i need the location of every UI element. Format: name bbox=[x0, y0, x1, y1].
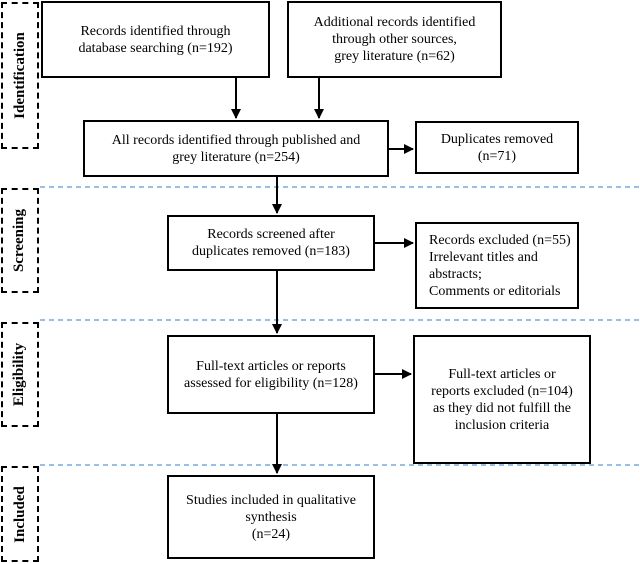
box-duplicates-removed: Duplicates removed (n=71) bbox=[415, 121, 579, 174]
box-records-screened: Records screened after duplicates remove… bbox=[167, 215, 375, 271]
box-studies-included: Studies included in qualitative synthesi… bbox=[167, 475, 375, 559]
box-text-line: as they did not fulfill the bbox=[432, 400, 572, 416]
box-text-line: reports excluded (n=104) bbox=[431, 383, 573, 399]
stage-label: Identification bbox=[11, 32, 28, 119]
box-all-records: All records identified through published… bbox=[83, 120, 389, 177]
box-fulltext-excluded: Full-text articles or reports excluded (… bbox=[413, 335, 591, 464]
box-text-line: (n=71) bbox=[477, 148, 517, 164]
box-text-line: through other sources, bbox=[332, 32, 457, 47]
box-text-line: Records screened after bbox=[207, 227, 335, 242]
box-text-line: database searching (n=192) bbox=[78, 40, 233, 56]
box-text-line: Full-text articles or reports bbox=[196, 358, 346, 374]
stage-screening: Screening bbox=[1, 188, 39, 293]
box-text-line: abstracts; bbox=[429, 266, 482, 282]
box-text-line: (n=24) bbox=[251, 526, 291, 542]
box-text-line: duplicates removed (n=183) bbox=[192, 244, 350, 259]
stage-label: Included bbox=[11, 485, 28, 543]
stage-label: Screening bbox=[11, 208, 28, 273]
box-database-search: Records identified through database sear… bbox=[41, 1, 270, 78]
box-text-line: grey literature (n=62) bbox=[334, 49, 455, 64]
box-other-sources: Additional records identified through ot… bbox=[287, 1, 502, 78]
stage-label: Eligibility bbox=[11, 342, 28, 407]
box-text-line: Records excluded (n=55) bbox=[429, 232, 571, 248]
box-text-line: Irrelevant titles and bbox=[429, 249, 538, 265]
box-text-line: Studies included in qualitative bbox=[186, 492, 356, 508]
box-text-line: grey literature (n=254) bbox=[172, 149, 300, 165]
box-text-line: Duplicates removed bbox=[440, 131, 554, 147]
stage-included: Included bbox=[1, 466, 39, 562]
box-text-line: Comments or editorials bbox=[429, 283, 561, 299]
box-text-line: synthesis bbox=[245, 509, 297, 525]
box-text-line: Additional records identified bbox=[313, 15, 476, 30]
box-text-line: Records identified through bbox=[80, 23, 231, 39]
box-text-line: All records identified through published… bbox=[111, 132, 361, 148]
box-records-excluded: Records excluded (n=55) Irrelevant title… bbox=[415, 222, 579, 309]
box-text-line: inclusion criteria bbox=[454, 417, 550, 433]
box-fulltext-assessed: Full-text articles or reports assessed f… bbox=[167, 335, 375, 414]
stage-identification: Identification bbox=[1, 2, 39, 149]
box-text-line: Full-text articles or bbox=[448, 366, 556, 382]
box-text-line: assessed for eligibility (n=128) bbox=[184, 375, 358, 391]
stage-eligibility: Eligibility bbox=[1, 322, 39, 427]
